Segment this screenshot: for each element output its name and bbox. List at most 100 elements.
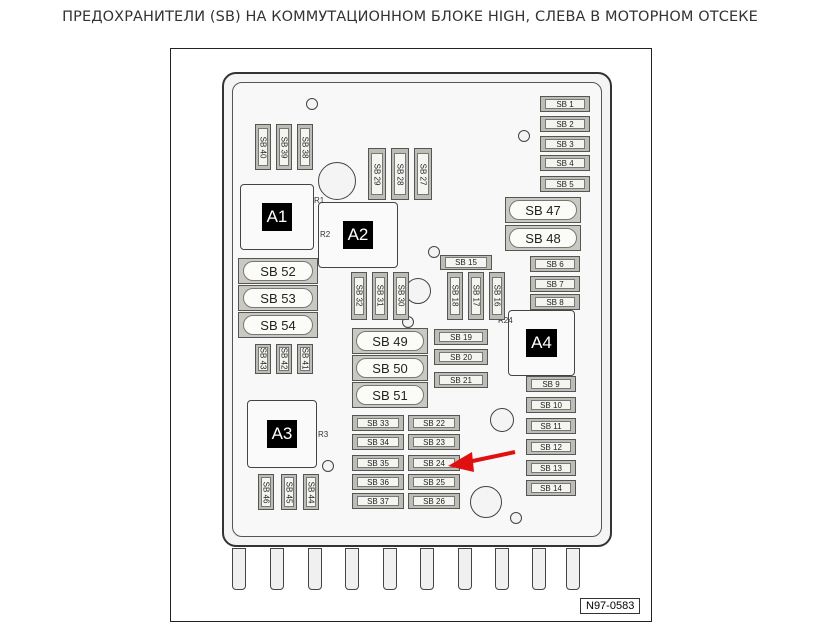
fuse-label: SB 11: [530, 420, 572, 432]
fuse-label: SB 41: [299, 346, 311, 372]
fuse-label: SB 12: [530, 441, 572, 453]
relay-label: A3: [266, 420, 298, 448]
fuse-sb7: SB 7: [530, 276, 580, 292]
fuse-sb8: SB 8: [530, 294, 580, 310]
fuse-label: SB 5: [544, 178, 586, 190]
fuse-label: SB 47: [509, 199, 577, 221]
fuse-sb25: SB 25: [408, 474, 460, 490]
fuse-label: SB 46: [260, 477, 272, 507]
fuse-sb53: SB 53: [238, 285, 318, 311]
fuse-sb20: SB 20: [434, 349, 488, 365]
fuse-sb50: SB 50: [352, 355, 428, 381]
fuse-sb54: SB 54: [238, 312, 318, 338]
connector-pin: [308, 548, 322, 590]
fuse-label: SB 3: [544, 138, 586, 150]
fuse-sb1: SB 1: [540, 96, 590, 112]
capacitor-circle: [470, 486, 502, 518]
fuse-sb36: SB 36: [352, 474, 404, 490]
fuse-sb26: SB 26: [408, 493, 460, 509]
fuse-sb17: SB 17: [468, 272, 484, 320]
fuse-label: SB 40: [257, 128, 269, 166]
page-title: ПРЕДОХРАНИТЕЛИ (SB) НА КОММУТАЦИОННОМ БЛ…: [62, 9, 758, 25]
fuse-label: SB 54: [242, 314, 314, 336]
fuse-label: SB 36: [357, 476, 399, 488]
fuse-sb39: SB 39: [276, 124, 292, 170]
fuse-label: SB 30: [395, 276, 407, 316]
fuse-sb10: SB 10: [526, 397, 576, 413]
fuse-sb51: SB 51: [352, 382, 428, 408]
relay-a3: A3: [247, 400, 317, 468]
fuse-label: SB 15: [445, 257, 487, 268]
fuse-label: SB 48: [509, 227, 577, 249]
fuse-label: SB 13: [530, 462, 572, 474]
resistor-label-r3: R3: [318, 430, 329, 439]
connector-pin: [495, 548, 509, 590]
fuse-sb13: SB 13: [526, 460, 576, 476]
fuse-sb19: SB 19: [434, 329, 488, 345]
fuse-sb15: SB 15: [440, 255, 492, 270]
fuse-label: SB 17: [470, 276, 482, 316]
fuse-sb35: SB 35: [352, 455, 404, 471]
connector-pin: [270, 548, 284, 590]
fuse-sb22: SB 22: [408, 415, 460, 431]
fuse-sb42: SB 42: [276, 344, 292, 374]
fuse-label: SB 37: [357, 495, 399, 507]
fuse-sb27: SB 27: [414, 148, 432, 200]
fuse-sb47: SB 47: [505, 197, 581, 223]
relay-label: A2: [342, 221, 374, 249]
screw: [306, 98, 318, 110]
fuse-sb23: SB 23: [408, 434, 460, 450]
diagram-frame: [170, 48, 652, 622]
fuse-label: SB 44: [305, 477, 317, 507]
fuse-sb48: SB 48: [505, 225, 581, 251]
connector-pin: [232, 548, 246, 590]
resistor-label-r24: R24: [498, 316, 513, 325]
fuse-sb2: SB 2: [540, 116, 590, 132]
fuse-label: SB 19: [439, 331, 483, 343]
fuse-label: SB 52: [242, 260, 314, 282]
fuse-label: SB 31: [374, 276, 386, 316]
fuse-label: SB 14: [530, 482, 572, 494]
fuse-label: SB 23: [413, 436, 455, 448]
fuse-sb44: SB 44: [303, 474, 319, 510]
fuse-label: SB 1: [544, 98, 586, 110]
fuse-label: SB 45: [283, 477, 295, 507]
relay-label: A4: [526, 329, 557, 357]
relay-a1: A1: [240, 184, 314, 250]
fuse-sb37: SB 37: [352, 493, 404, 509]
connector-pin: [383, 548, 397, 590]
fuse-label: SB 35: [357, 457, 399, 469]
fuse-label: SB 34: [357, 436, 399, 448]
fuse-sb43: SB 43: [255, 344, 271, 374]
fuse-label: SB 53: [242, 287, 314, 309]
screw: [322, 460, 334, 472]
fuse-label: SB 38: [299, 128, 311, 166]
fuse-sb28: SB 28: [391, 148, 409, 200]
capacitor-circle: [318, 162, 356, 200]
fuse-label: SB 2: [544, 118, 586, 130]
screw: [510, 512, 522, 524]
fuse-sb31: SB 31: [372, 272, 388, 320]
fuse-sb46: SB 46: [258, 474, 274, 510]
fuse-label: SB 33: [357, 417, 399, 429]
fuse-label: SB 43: [257, 346, 269, 372]
connector-pin: [345, 548, 359, 590]
fuse-sb14: SB 14: [526, 480, 576, 496]
fuse-sb5: SB 5: [540, 176, 590, 192]
fuse-sb45: SB 45: [281, 474, 297, 510]
fuse-label: SB 51: [356, 384, 424, 406]
connector-pin: [532, 548, 546, 590]
relay-a4: A4: [508, 310, 575, 376]
resistor-label-r1: R1: [314, 196, 325, 205]
fuse-sb29: SB 29: [368, 148, 386, 200]
fuse-label: SB 26: [413, 495, 455, 507]
fuse-label: SB 4: [544, 157, 586, 169]
fuse-label: SB 29: [371, 153, 383, 195]
fuse-sb52: SB 52: [238, 258, 318, 284]
fuse-label: SB 18: [449, 276, 461, 316]
fuse-sb21: SB 21: [434, 372, 488, 388]
fuse-label: SB 28: [394, 153, 406, 195]
fuse-sb16: SB 16: [489, 272, 505, 320]
fuse-sb38: SB 38: [297, 124, 313, 170]
fuse-label: SB 27: [417, 153, 429, 195]
